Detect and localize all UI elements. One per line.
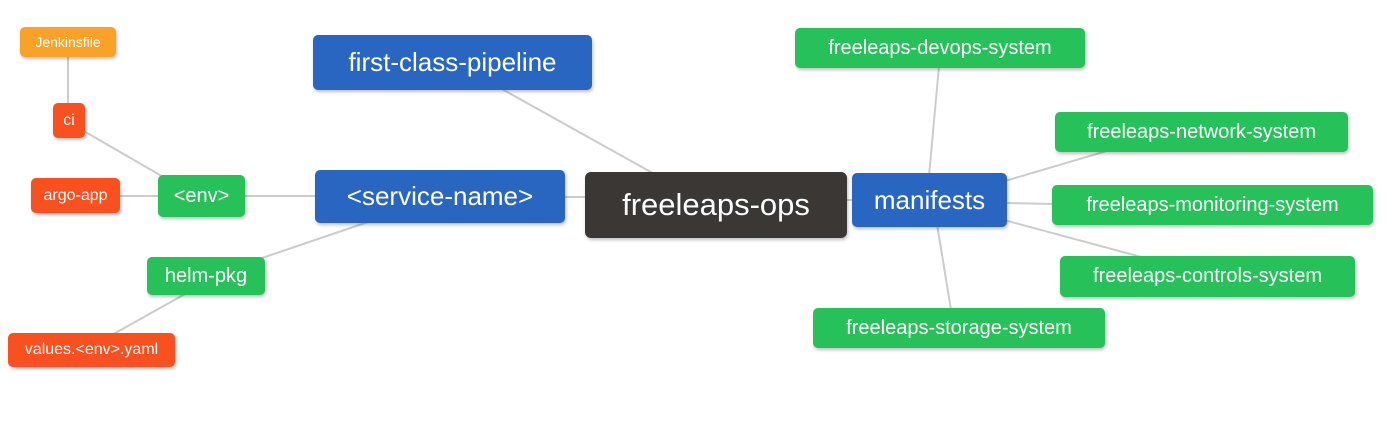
node-freeleaps-network-system[interactable]: freeleaps-network-system xyxy=(1055,112,1348,152)
node-freeleaps-controls-system[interactable]: freeleaps-controls-system xyxy=(1060,256,1355,297)
node-values-env-yaml[interactable]: values.<env>.yaml xyxy=(8,333,175,367)
edge-env-ci xyxy=(81,129,173,183)
node-argo-app[interactable]: argo-app xyxy=(31,178,120,213)
node-ci[interactable]: ci xyxy=(53,103,85,138)
edge-manifests-controls-system xyxy=(1003,219,1146,259)
node-helm-pkg[interactable]: helm-pkg xyxy=(147,257,265,295)
node-freeleaps-storage-system[interactable]: freeleaps-storage-system xyxy=(813,308,1105,348)
edge-manifests-monitoring-system xyxy=(1004,202,1057,205)
node-jenkinsfile[interactable]: Jenkinsfile xyxy=(20,27,116,57)
edge-ops-first-class-pipeline xyxy=(499,87,659,177)
node-manifests[interactable]: manifests xyxy=(852,173,1007,227)
edge-service-name-helm-pkg xyxy=(261,221,369,259)
node-freeleaps-devops-system[interactable]: freeleaps-devops-system xyxy=(795,28,1085,68)
edge-manifests-network-system xyxy=(1004,149,1111,182)
edge-manifests-devops-system xyxy=(928,65,940,177)
node-freeleaps-monitoring-system[interactable]: freeleaps-monitoring-system xyxy=(1052,185,1373,225)
edge-manifests-storage-system xyxy=(936,223,952,311)
node-service-name[interactable]: <service-name> xyxy=(315,170,565,223)
node-env[interactable]: <env> xyxy=(158,175,245,217)
node-first-class-pipeline[interactable]: first-class-pipeline xyxy=(313,35,592,90)
edge-helm-pkg-values xyxy=(109,293,186,337)
node-freeleaps-ops[interactable]: freeleaps-ops xyxy=(585,172,847,238)
